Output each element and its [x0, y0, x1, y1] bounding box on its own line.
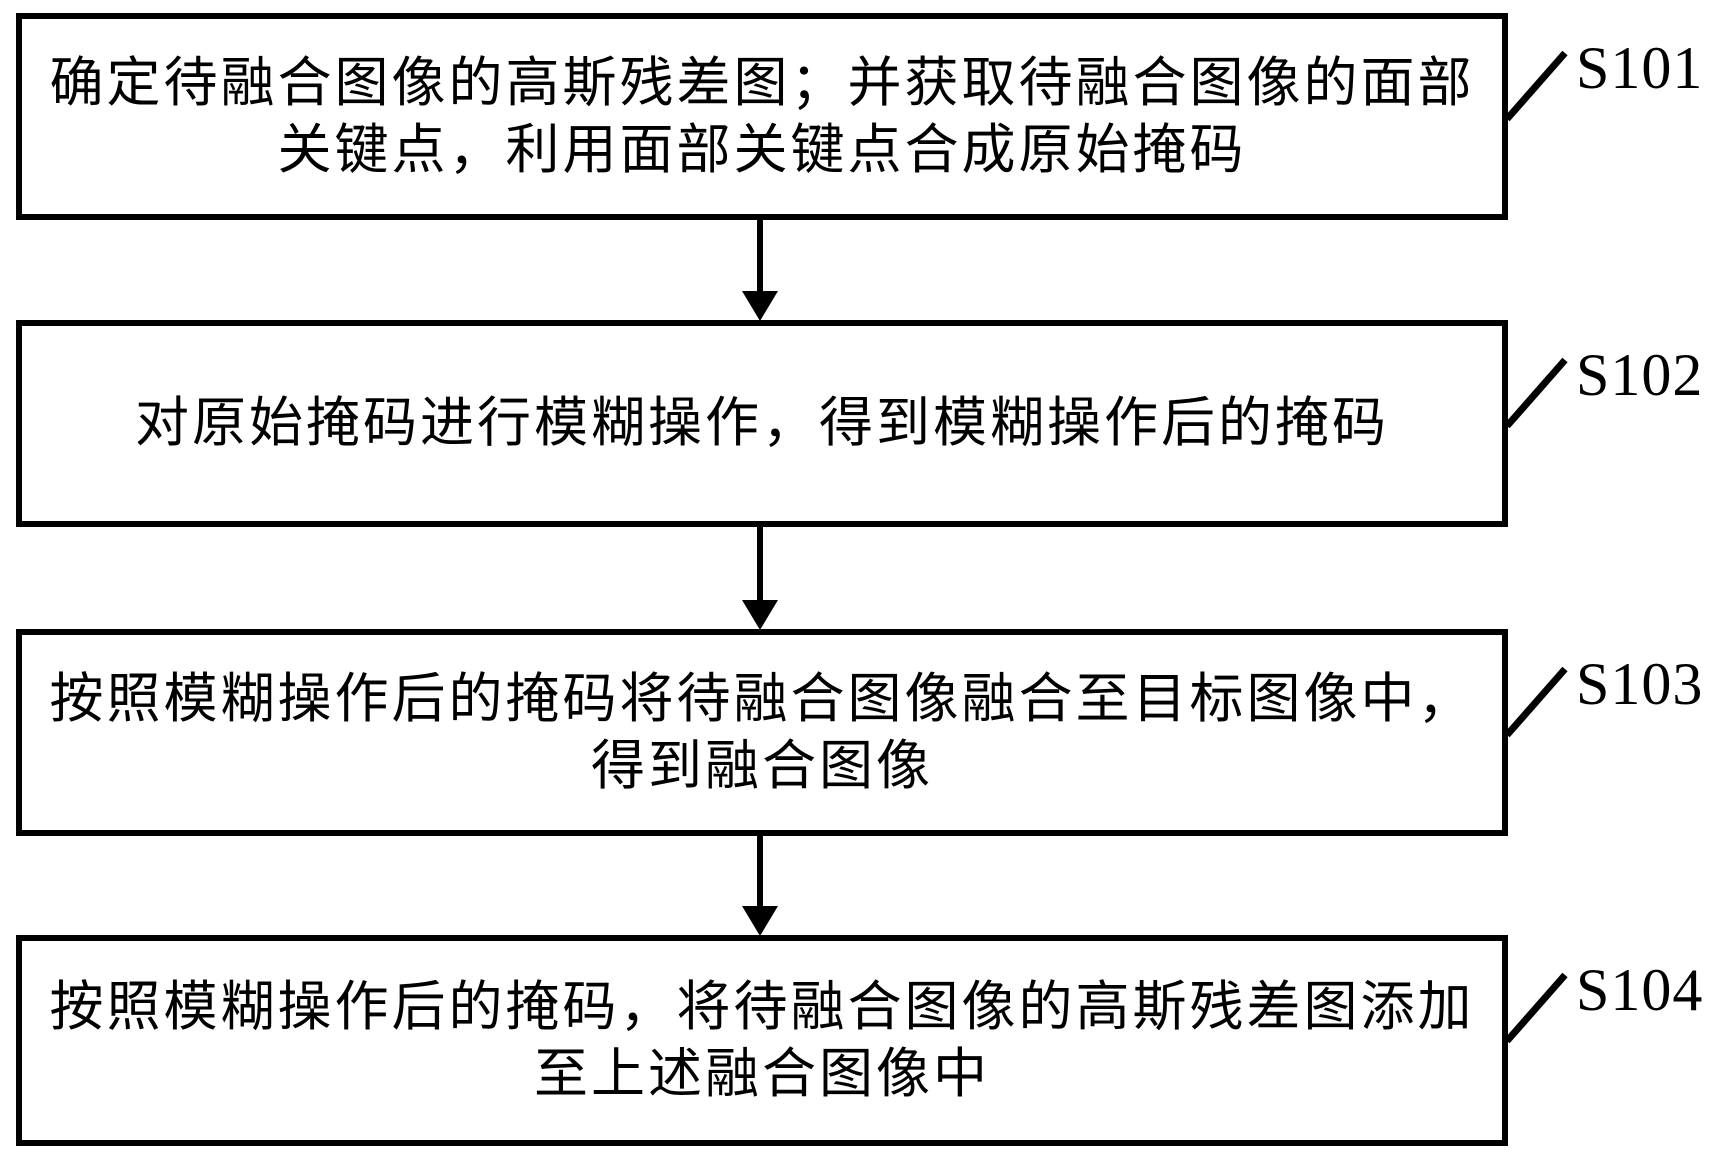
- step-label-s102: S102: [1576, 342, 1704, 408]
- label-leader-slash-s102: [1504, 357, 1568, 429]
- down-arrow-connector-1: [742, 219, 778, 321]
- arrow-head-icon: [742, 291, 778, 321]
- step-box-s103: 按照模糊操作后的掩码将待融合图像融合至目标图像中， 得到融合图像: [16, 629, 1508, 836]
- slash-line: [1504, 50, 1568, 122]
- slash-line: [1504, 666, 1568, 738]
- arrow-stem: [757, 835, 763, 912]
- arrow-head-icon: [742, 600, 778, 630]
- arrow-stem: [757, 219, 763, 297]
- step-box-s102: 对原始掩码进行模糊操作，得到模糊操作后的掩码: [16, 320, 1508, 527]
- slash-line: [1504, 972, 1568, 1044]
- slash-line: [1504, 357, 1568, 429]
- down-arrow-connector-2: [742, 526, 778, 630]
- step-box-s101: 确定待融合图像的高斯残差图；并获取待融合图像的面部 关键点，利用面部关键点合成原…: [16, 13, 1508, 220]
- arrow-head-icon: [742, 906, 778, 936]
- step-text-line: 按照模糊操作后的掩码，将待融合图像的高斯残差图添加: [49, 976, 1475, 1037]
- down-arrow-connector-3: [742, 835, 778, 936]
- step-label-s101: S101: [1576, 35, 1704, 101]
- label-leader-slash-s101: [1504, 50, 1568, 122]
- step-text-line: 确定待融合图像的高斯残差图；并获取待融合图像的面部: [49, 52, 1475, 113]
- arrow-stem: [757, 526, 763, 606]
- step-box-s104: 按照模糊操作后的掩码，将待融合图像的高斯残差图添加 至上述融合图像中: [16, 935, 1508, 1146]
- step-label-s103: S103: [1576, 651, 1704, 717]
- step-text-line: 得到融合图像: [591, 735, 933, 796]
- step-text-line: 按照模糊操作后的掩码将待融合图像融合至目标图像中，: [49, 668, 1475, 729]
- step-text-line: 至上述融合图像中: [534, 1043, 990, 1104]
- label-leader-slash-s103: [1504, 666, 1568, 738]
- label-leader-slash-s104: [1504, 972, 1568, 1044]
- step-text-line: 关键点，利用面部关键点合成原始掩码: [277, 119, 1247, 180]
- step-text-line: 对原始掩码进行模糊操作，得到模糊操作后的掩码: [135, 393, 1389, 453]
- step-label-s104: S104: [1576, 957, 1704, 1023]
